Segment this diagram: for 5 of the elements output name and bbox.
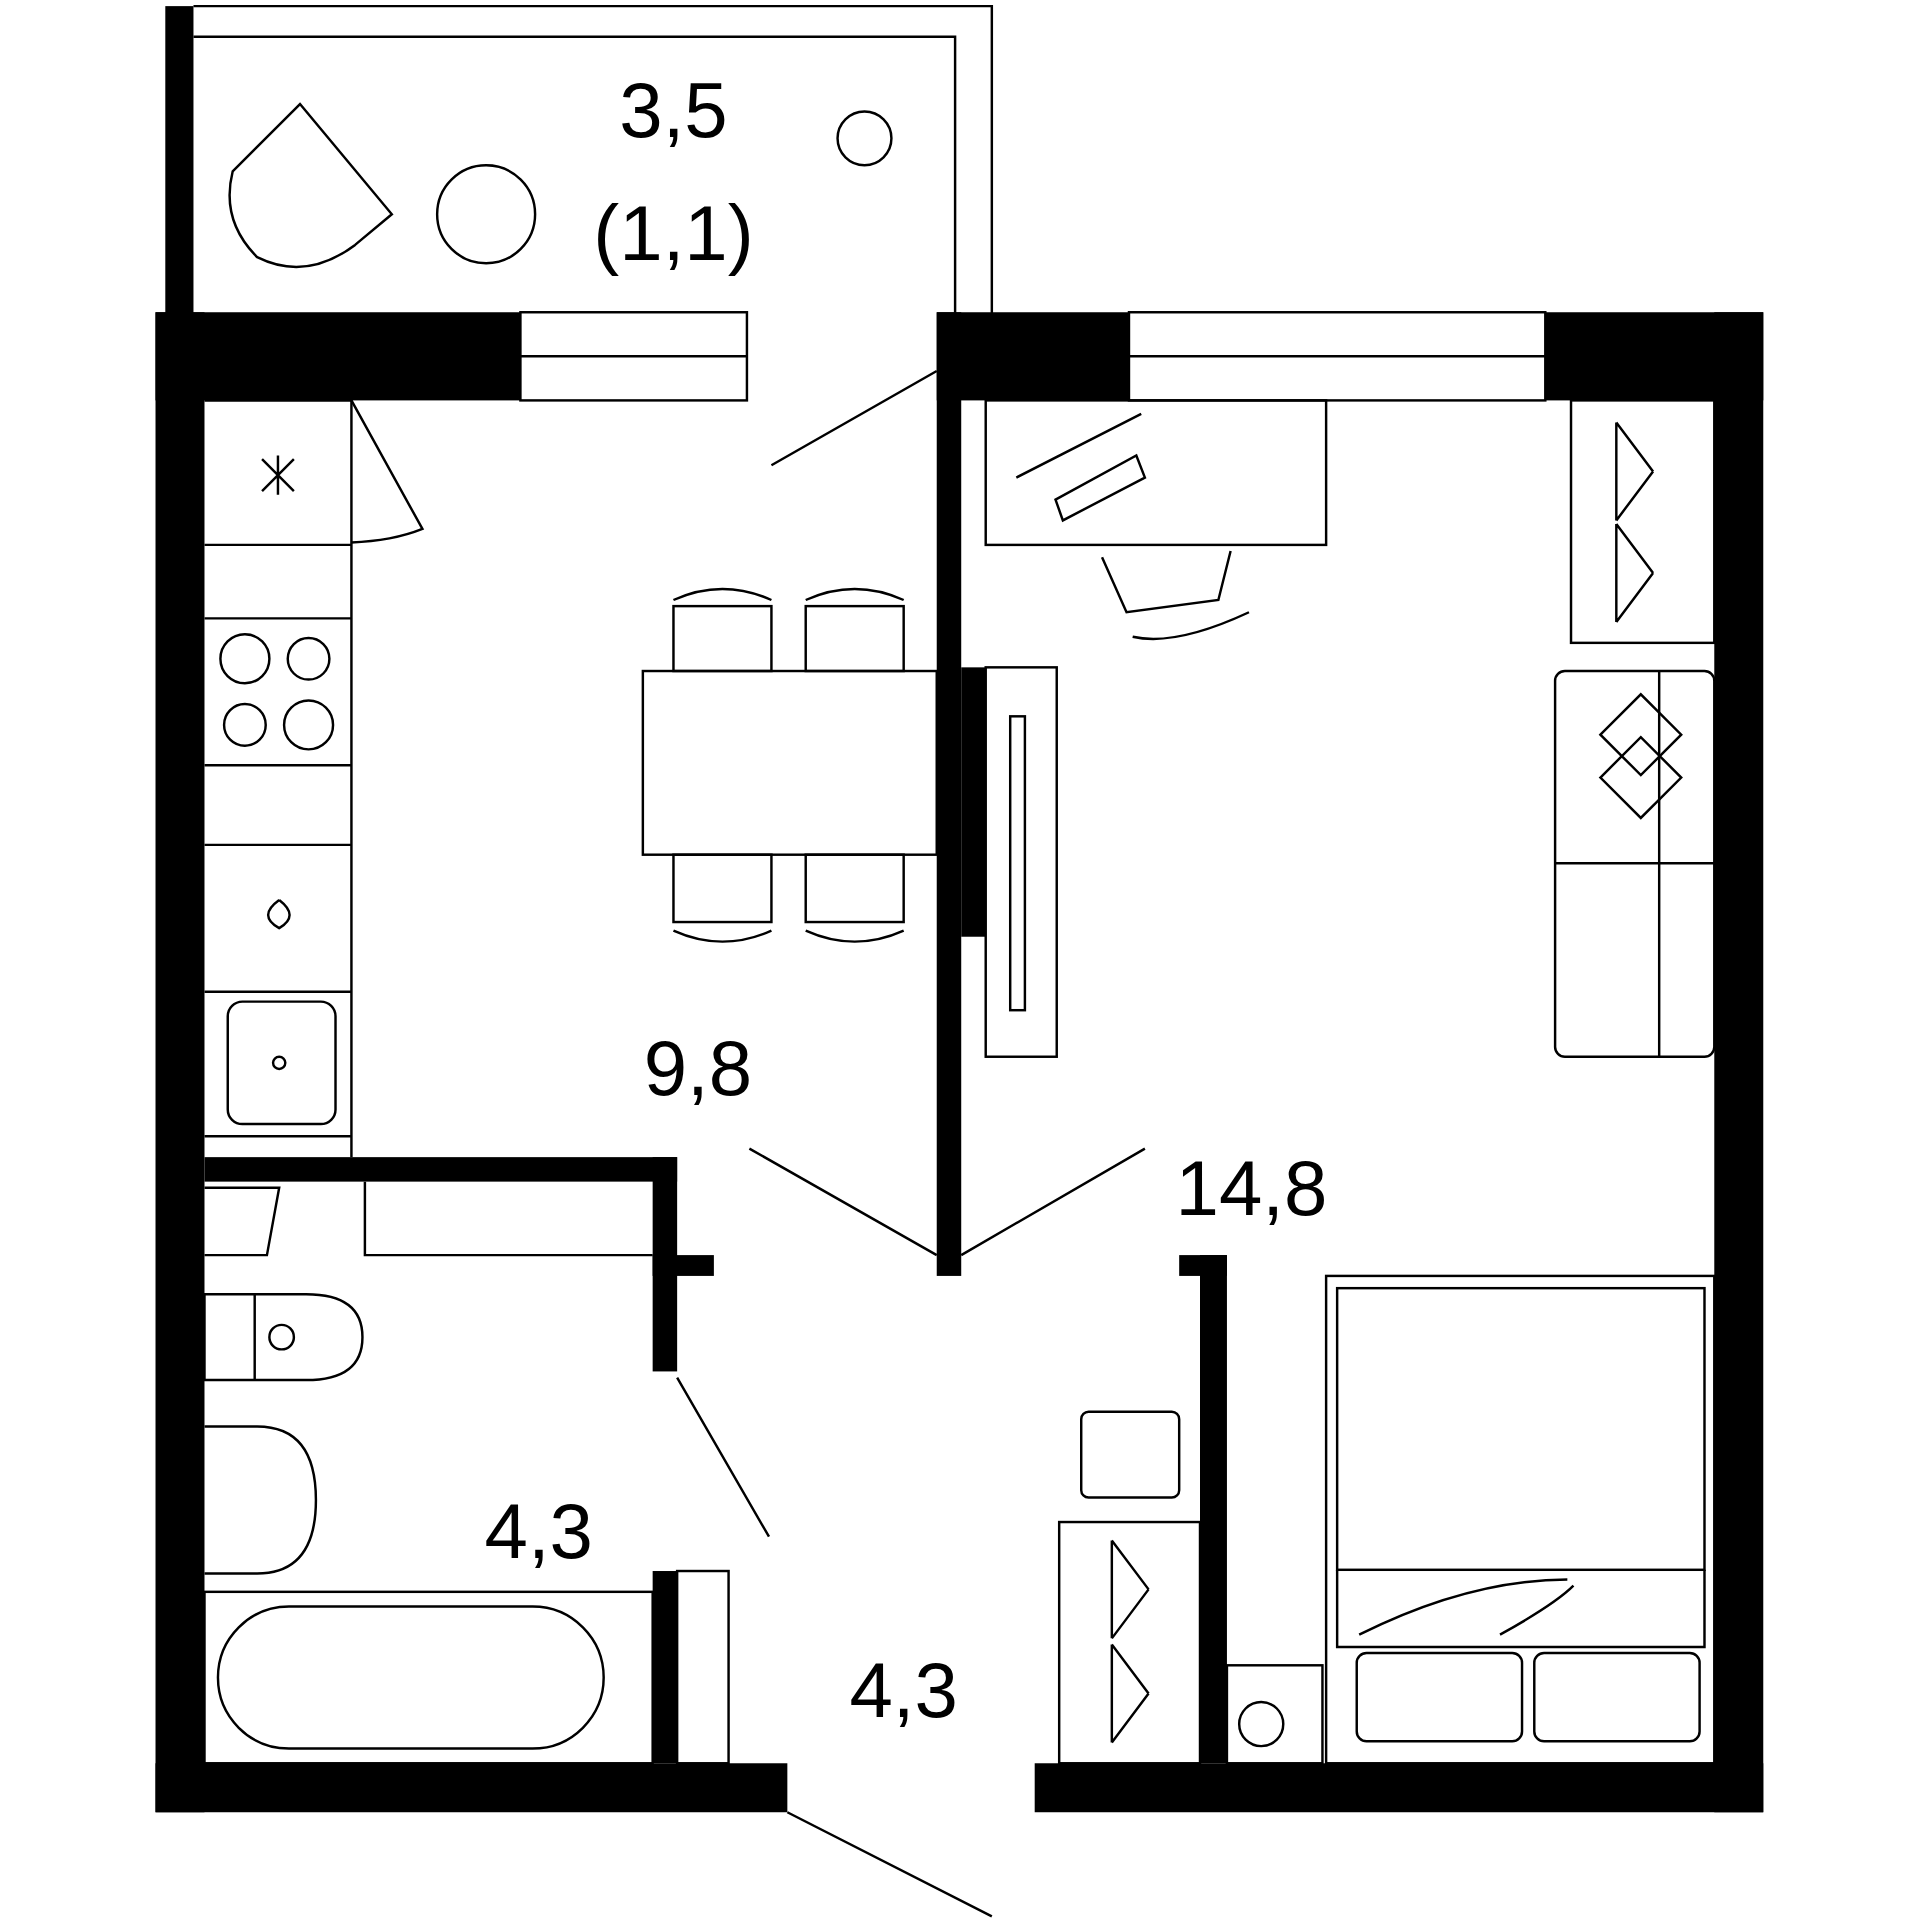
- area-label: 14,8: [1175, 1148, 1328, 1227]
- area-label: 4,3: [849, 1650, 958, 1729]
- area-label: 3,5: [619, 71, 728, 150]
- area-label: 9,8: [643, 1028, 753, 1107]
- area-label: 4,3: [484, 1491, 593, 1570]
